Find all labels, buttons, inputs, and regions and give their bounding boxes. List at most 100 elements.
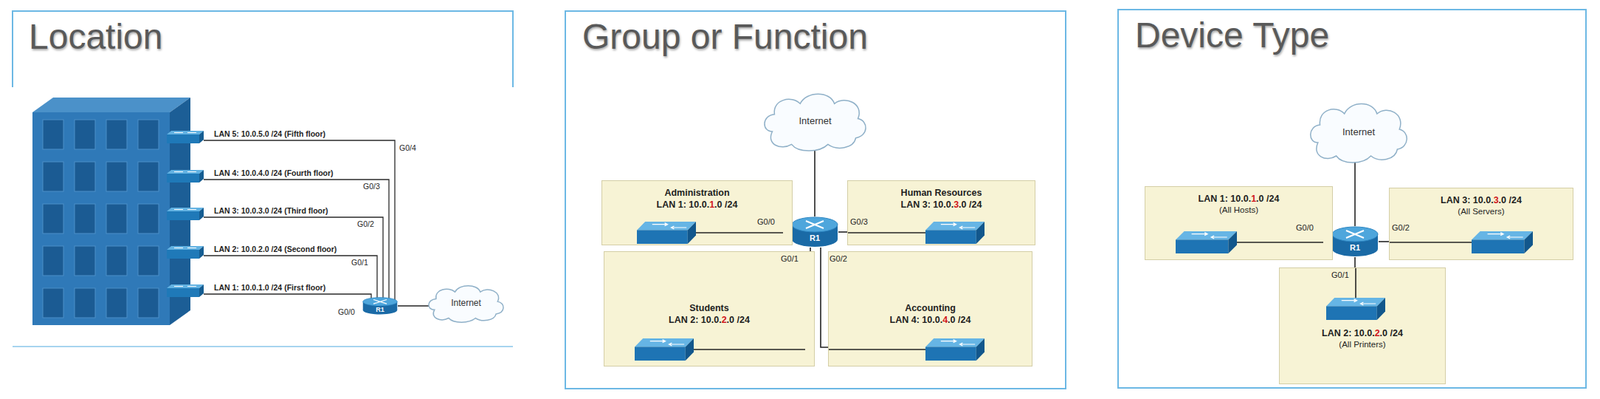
switch-side [1523, 230, 1533, 254]
switch-arrows [1341, 298, 1376, 305]
switch-arrows [650, 339, 685, 346]
lan-box: StudentsLAN 2: 10.0.2.0 /24 [603, 250, 815, 367]
subnet-octet: 2 [1374, 327, 1381, 339]
port-label: G0/1 [1331, 270, 1350, 280]
floor-lan-label: LAN 3: 10.0.3.0 /24 (Third floor) [214, 205, 329, 216]
link-line [814, 148, 816, 217]
address-part: LAN 2: 10.0. [668, 314, 722, 325]
label-holder: G0/2 [357, 219, 375, 229]
lan-box: LAN 2: 10.0.2.0 /24(All Printers) [1278, 267, 1446, 384]
lan-text: LAN 1: 10.0.1.0 /24 [1145, 192, 1333, 205]
floor-wire [203, 255, 378, 305]
floor-lan-label: LAN 4: 10.0.4.0 /24 (Fourth floor) [214, 168, 334, 178]
floor-wire [203, 293, 372, 305]
switch-arrows [174, 247, 197, 248]
address-part: LAN 3: 10.0. [901, 199, 955, 210]
scheme-panel: Device TypeInternetR1LAN 1: 10.0.1.0 /24… [1117, 8, 1587, 389]
lan-box: AdministrationLAN 1: 10.0.1.0 /24 [601, 180, 793, 246]
address-part: LAN 3: 10.0. [1440, 194, 1494, 206]
port-label: G0/1 [351, 257, 369, 268]
port-label: G0/0 [338, 307, 355, 317]
switch-front [1471, 239, 1524, 254]
window [106, 203, 127, 234]
switch-top [925, 338, 985, 347]
router-icon [791, 216, 839, 248]
floor-switch [166, 245, 204, 259]
window [42, 245, 64, 276]
label-holder: LAN 1: 10.0.1.0 /24(All Hosts) [1145, 192, 1333, 216]
panel-title: Device Type [1135, 16, 1330, 56]
router-label: R1 [1349, 243, 1361, 252]
cloud-shape [1310, 104, 1407, 164]
inner-wire [847, 231, 928, 234]
address-part: .0 /24 [1498, 194, 1522, 206]
link-line [1378, 240, 1389, 243]
switch-arrows [1487, 232, 1524, 239]
address-part: LAN 4: 10.0. [890, 314, 944, 325]
port-label-holder: G0/0 [757, 216, 775, 227]
label-holder: R1 [791, 230, 839, 246]
label-holder: G0/1 [351, 257, 369, 268]
lan-text: (All Printers) [1279, 338, 1446, 350]
floor-wire [203, 179, 389, 305]
switch-front [925, 346, 977, 361]
lan-text: LAN 4: 10.0.4.0 /24 [828, 313, 1032, 326]
router-base [363, 305, 398, 314]
floor-wire [203, 216, 384, 305]
address-part: LAN 1: 10.0. [1198, 193, 1252, 204]
label-holder: Internet [761, 88, 869, 153]
scheme-panel: Group or FunctionInternetR1Administratio… [564, 10, 1067, 389]
switch-arrows [174, 285, 197, 287]
internet-cloud: Internet [761, 88, 869, 153]
switch-arrows [174, 132, 197, 133]
router-base [1332, 241, 1378, 257]
lan-text: Human Resources [847, 186, 1035, 199]
router-top [1332, 226, 1378, 242]
switch-front [636, 229, 688, 244]
inner-wire [1233, 241, 1324, 243]
switch-top [166, 130, 204, 135]
lan-box: LAN 3: 10.0.3.0 /24(All Servers) [1388, 187, 1574, 260]
label-holder: LAN 4: 10.0.4.0 /24 (Fourth floor) [214, 168, 334, 178]
port-label-holder: G0/1 [1331, 270, 1350, 280]
router-node: R1 [362, 296, 398, 315]
building-front [32, 112, 170, 325]
window [42, 161, 64, 192]
switch-top [636, 221, 696, 230]
port-label: G0/3 [850, 216, 868, 227]
router-arrows [805, 220, 824, 229]
label-holder: G0/3 [363, 181, 381, 192]
label-holder: G0/0 [338, 307, 355, 317]
switch-front [1175, 239, 1229, 254]
router-base [791, 231, 838, 247]
subnet-octet: 4 [942, 314, 948, 325]
subnet-octet: 1 [1250, 193, 1257, 204]
switch-arrows [940, 339, 975, 346]
label-holder: LAN 2: 10.0.2.0 /24(All Printers) [1279, 326, 1446, 350]
window [74, 245, 96, 276]
switch-side [1377, 297, 1386, 320]
port-label-holder: G0/0 [1295, 222, 1314, 233]
switch-arrows [940, 222, 975, 229]
switch-arrows [652, 222, 687, 229]
window [138, 287, 159, 318]
lan-text: LAN 2: 10.0.2.0 /24 [604, 313, 815, 326]
floor-lan-label: LAN 2: 10.0.2.0 /24 (Second floor) [214, 244, 337, 254]
router-icon [1331, 225, 1379, 257]
inner-wire [1354, 267, 1357, 301]
lan-text: Accounting [828, 301, 1032, 314]
switch-front [1326, 305, 1378, 320]
floor-switch [166, 207, 204, 220]
inner-wire [690, 348, 806, 350]
label-holder: AccountingLAN 4: 10.0.4.0 /24 [828, 301, 1032, 327]
switch-side [199, 284, 204, 297]
link-line [397, 304, 431, 307]
inner-wire [1389, 241, 1475, 243]
port-label: G0/2 [829, 253, 848, 264]
internet-cloud: Internet [1307, 98, 1410, 165]
subnet-octet: 3 [953, 199, 959, 210]
switch-top [166, 169, 204, 174]
port-label: G0/4 [399, 143, 417, 153]
switch-front [166, 211, 200, 220]
